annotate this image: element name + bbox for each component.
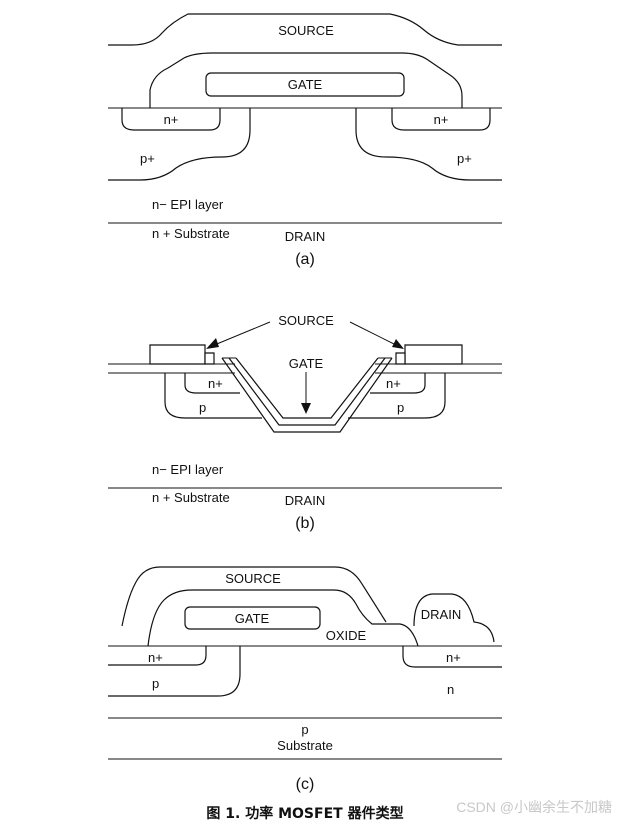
diagram-a-epi-label: n− EPI layer — [152, 197, 224, 212]
diagram-a-nplus-right — [391, 108, 491, 131]
diagram-b-p-left-label: p — [199, 400, 206, 415]
diagram-c: SOURCE GATE OXIDE DRAIN n+ n+ p n p Subs… — [108, 566, 502, 793]
diagram-b-source-right-step — [395, 352, 406, 365]
diagram-a-substrate-label: n + Substrate — [152, 226, 230, 241]
diagram-c-source-metal — [121, 566, 387, 627]
diagram-c-nplus-left-label: n+ — [148, 650, 163, 665]
diagram-a: SOURCE GATE n+ n+ p+ p+ n− EPI layer n +… — [108, 13, 502, 268]
diagram-b-p-right — [348, 373, 446, 419]
diagram-b-epi-label: n− EPI layer — [152, 462, 224, 477]
diagram-a-source-metal — [108, 13, 502, 46]
diagram-a-nplus-right-label: n+ — [434, 112, 449, 127]
diagram-b-nplus-right — [370, 373, 426, 394]
diagram-c-caption: (c) — [296, 776, 315, 793]
diagram-a-source-label: SOURCE — [278, 23, 334, 38]
diagram-a-pplus-left — [108, 108, 251, 181]
watermark: CSDN @小幽余生不加糖 — [456, 799, 612, 815]
diagram-c-substrate-label: Substrate — [277, 738, 333, 753]
diagram-c-nplus-left — [108, 646, 207, 666]
diagram-c-source-label: SOURCE — [225, 571, 281, 586]
diagram-b-groove-mid — [228, 357, 386, 426]
diagram-b-arrow-left-line — [211, 321, 271, 347]
diagram-c-nplus-right — [402, 646, 502, 668]
diagram-b-groove-outer — [221, 357, 393, 433]
diagram-b-source-label: SOURCE — [278, 313, 334, 328]
diagram-a-drain-label: DRAIN — [285, 229, 325, 244]
diagram-b-gate-label: GATE — [289, 356, 324, 371]
diagram-b-arrow-gate-head — [301, 403, 311, 414]
diagram-c-drain-label: DRAIN — [421, 607, 461, 622]
diagram-c-oxide — [147, 589, 419, 647]
diagram-b-source-right — [404, 344, 463, 365]
diagram-a-pplus-left-label: p+ — [140, 151, 155, 166]
diagram-b-nplus-left — [184, 373, 240, 394]
diagram-c-n-label: n — [447, 682, 454, 697]
diagram-a-nplus-left — [121, 108, 221, 131]
diagram-c-drain-metal — [413, 593, 495, 643]
diagram-b-p-right-label: p — [397, 400, 404, 415]
diagram-b-p-left — [164, 373, 262, 419]
diagram-b-nplus-left-label: n+ — [208, 376, 223, 391]
diagram-b-arrow-left-head — [206, 338, 219, 349]
diagram-a-gate-oxide — [149, 52, 463, 108]
diagram-c-p-label: p — [152, 676, 159, 691]
diagram-a-caption: (a) — [295, 251, 315, 268]
diagram-b-caption: (b) — [295, 515, 315, 532]
diagram-c-gate-poly — [184, 606, 321, 630]
diagram-b-groove-inner — [235, 357, 379, 419]
diagram-b-drain-label: DRAIN — [285, 493, 325, 508]
diagram-a-gate-poly — [205, 72, 405, 97]
diagram-b: SOURCE GATE n+ n+ p p n− EPI layer n + S… — [108, 313, 502, 532]
diagram-b-substrate-label: n + Substrate — [152, 490, 230, 505]
diagram-a-gate-label: GATE — [288, 77, 323, 92]
diagram-a-pplus-right-label: p+ — [457, 151, 472, 166]
figure-caption: 图 1. 功率 MOSFET 器件类型 — [206, 805, 403, 822]
diagram-c-nplus-right-label: n+ — [446, 650, 461, 665]
diagram-b-nplus-right-label: n+ — [386, 376, 401, 391]
diagram-c-substrate-p-label: p — [301, 722, 308, 737]
diagram-a-nplus-left-label: n+ — [164, 112, 179, 127]
diagram-b-source-left-step — [204, 352, 215, 365]
diagram-b-arrow-right-head — [392, 339, 404, 349]
diagram-b-arrow-right-line — [349, 321, 399, 347]
diagram-a-pplus-right — [355, 108, 502, 181]
diagram-c-gate-label: GATE — [235, 611, 270, 626]
diagram-c-p-region — [108, 646, 241, 697]
diagram-c-oxide-label: OXIDE — [326, 628, 367, 643]
diagram-b-source-left — [149, 344, 206, 365]
